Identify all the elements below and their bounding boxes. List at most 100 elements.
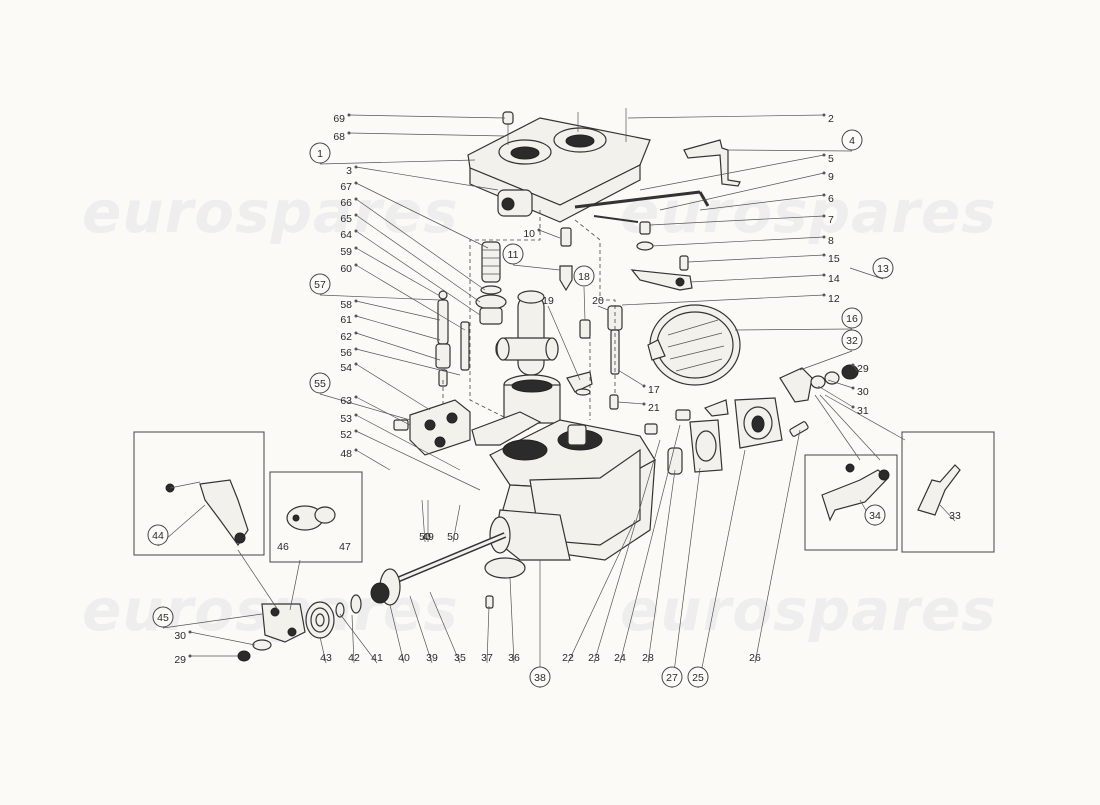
leader-line (355, 166, 499, 191)
leader-dot (822, 153, 826, 157)
leader-dot (354, 429, 358, 433)
callout-number: 28 (642, 652, 654, 664)
leader-line (351, 614, 355, 664)
callout-56: 56 (340, 347, 352, 359)
air-filter-part (647, 304, 741, 386)
leader-dot (354, 263, 358, 267)
return-spring-part (305, 601, 335, 639)
throttle-lever-part (237, 603, 306, 662)
callout-labels: 6968136766656459605758616256545563535248… (147, 113, 961, 688)
needle-valve-part (559, 227, 573, 292)
leader-line (355, 214, 481, 303)
callout-36: 36 (508, 652, 520, 664)
callout-number: 4 (849, 135, 855, 147)
callout-28: 28 (642, 652, 654, 664)
callout-35: 35 (454, 652, 466, 664)
leader-line (583, 286, 586, 321)
callout-19: 19 (542, 295, 554, 307)
callout-number: 34 (869, 510, 881, 522)
callout-15: 15 (828, 253, 840, 265)
callout-number: 63 (340, 395, 352, 407)
callout-circle (502, 243, 524, 265)
leader-line (621, 294, 825, 306)
callout-34: 34 (864, 504, 886, 526)
leader-dot (354, 362, 358, 366)
callout-number: 38 (534, 672, 546, 684)
callout-38: 38 (529, 666, 551, 688)
callout-59: 59 (340, 246, 352, 258)
callout-number: 11 (508, 249, 519, 261)
callout-circle (841, 307, 863, 329)
leader-line (647, 469, 676, 664)
leader-line (355, 300, 441, 321)
callout-number: 2 (828, 113, 834, 125)
gasket-part (471, 411, 542, 446)
leader-line (512, 264, 561, 271)
leader-line (319, 636, 327, 664)
leader-dot (347, 131, 351, 135)
callout-number: 19 (542, 295, 554, 307)
callout-number: 33 (949, 510, 961, 522)
callout-number: 17 (648, 384, 660, 396)
callout-9: 9 (828, 171, 834, 183)
callout-circle (841, 129, 863, 151)
emulsion-tube-parts (566, 305, 623, 410)
callout-number: 26 (749, 652, 761, 664)
callout-number: 46 (277, 541, 289, 553)
callout-32: 32 (841, 329, 863, 351)
screw-part (485, 595, 494, 609)
leader-dot (354, 229, 358, 233)
callout-number: 58 (340, 299, 352, 311)
leader-line (754, 429, 801, 664)
callout-number: 68 (333, 131, 345, 143)
callout-44: 44 (147, 524, 169, 546)
callout-number: 7 (828, 214, 834, 226)
leader-line (849, 267, 884, 280)
leader-dot (822, 113, 826, 117)
callout-29: 29 (857, 363, 869, 375)
callout-50: 50 (447, 531, 459, 543)
leader-line (593, 439, 661, 664)
leader-line (355, 332, 441, 361)
leader-line (421, 499, 426, 543)
leader-line (355, 449, 391, 471)
callout-circle (841, 329, 863, 351)
leader-dot (354, 395, 358, 399)
leader-line (649, 215, 825, 226)
callout-number: 65 (340, 213, 352, 225)
callout-46: 46 (277, 541, 289, 553)
callout-number: 22 (562, 652, 574, 664)
callout-number: 6 (828, 193, 834, 205)
leader-line (486, 605, 490, 664)
callout-22: 22 (562, 652, 574, 664)
leader-dot (822, 293, 826, 297)
callout-48: 48 (340, 448, 352, 460)
callout-number: 66 (340, 197, 352, 209)
leader-line (699, 194, 825, 211)
callout-2: 2 (828, 113, 834, 125)
springs-and-jets (435, 241, 507, 387)
leader-line (597, 305, 609, 311)
callout-66: 66 (340, 197, 352, 209)
callout-number: 45 (157, 612, 169, 624)
leader-line (689, 274, 825, 283)
callout-24: 24 (614, 652, 626, 664)
callout-number: 13 (877, 263, 889, 275)
callout-7: 7 (828, 214, 834, 226)
leader-line (452, 504, 461, 543)
leader-dot (354, 314, 358, 318)
callout-5: 5 (828, 153, 834, 165)
callout-6: 6 (828, 193, 834, 205)
callout-number: 64 (340, 229, 352, 241)
carburettor-cover (467, 108, 651, 223)
callout-11: 11 (502, 243, 524, 265)
callout-60: 60 (340, 263, 352, 275)
leader-line (355, 315, 441, 341)
callout-number: 67 (340, 181, 352, 193)
callout-number: 29 (174, 654, 186, 666)
leader-dot (347, 113, 351, 117)
callout-number: 44 (152, 530, 164, 542)
leader-line (355, 182, 489, 249)
callout-50: 50 (419, 531, 431, 543)
